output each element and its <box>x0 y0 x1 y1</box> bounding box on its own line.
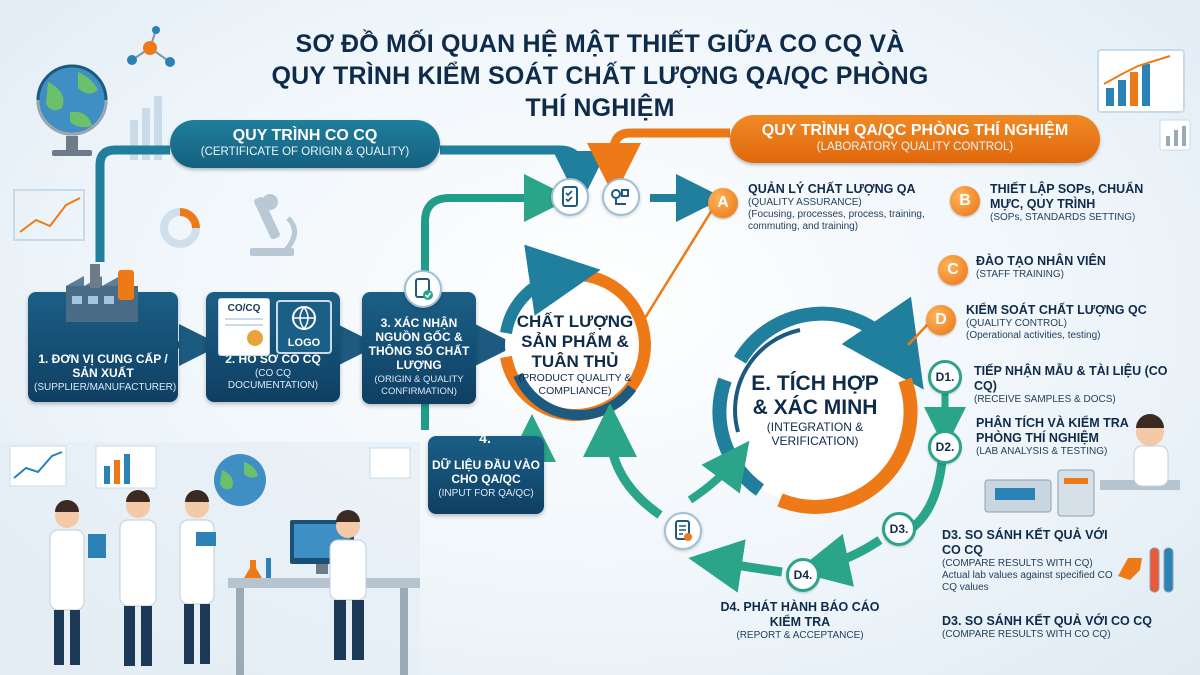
item-quality-assurance: QUẢN LÝ CHẤT LƯỢNG QA (QUALITY ASSURANCE… <box>748 182 933 233</box>
step-input-box: DỮ LIỆU ĐẦU VÀO CHO QA/QC (INPUT FOR QA/… <box>428 436 544 514</box>
checklist-icon <box>551 178 589 216</box>
document-check-icon <box>404 270 442 308</box>
training-sub: (STAFF TRAINING) <box>976 269 1064 280</box>
badge-d1: D1. <box>928 360 962 394</box>
qa-desc: (Focusing, processes, process, training,… <box>748 209 925 232</box>
compare2-title: D3. SO SÁNH KẾT QUẢ VỚI CO CQ <box>942 614 1152 628</box>
donut-chart-icon <box>160 208 200 248</box>
product-quality-sub: (PRODUCT QUALITY & COMPLIANCE) <box>518 372 632 397</box>
step-confirmation-sub: (ORIGIN & QUALITY CONFIRMATION) <box>374 374 464 397</box>
lab-scene-illustration <box>0 442 420 675</box>
item-compare-results-2: D3. SO SÁNH KẾT QUẢ VỚI CO CQ (COMPARE R… <box>942 614 1182 641</box>
document-label: CO/CQ <box>227 303 261 314</box>
qa-qc-process-banner: QUY TRÌNH QA/QC PHÒNG THÍ NGHIỆM (LABORA… <box>730 115 1100 163</box>
item-sops: THIẾT LẬP SOPs, CHUẨN MỰC, QUY TRÌNH (SO… <box>990 182 1150 224</box>
integration-ring <box>712 296 924 514</box>
logo-text: LOGO <box>287 337 321 349</box>
qc-title: KIỂM SOÁT CHẤT LƯỢNG QC <box>966 303 1147 317</box>
lab-equipment-illustration <box>984 414 1180 593</box>
step-input-label: DỮ LIỆU ĐẦU VÀO CHO QA/QC <box>432 458 540 486</box>
product-quality-text: CHẤT LƯỢNG SẢN PHẨM & TUÂN THỦ (PRODUCT … <box>515 312 635 398</box>
qa-qc-process-subtitle: (LABORATORY QUALITY CONTROL) <box>816 141 1014 153</box>
integration-title: E. TÍCH HỢP & XÁC MINH <box>751 372 879 419</box>
globe-logo-icon <box>292 306 316 331</box>
badge-d3: D3. <box>882 512 916 546</box>
compare-title: D3. SO SÁNH KẾT QUẢ VỚI CO CQ <box>942 528 1108 557</box>
title-line-2: QUY TRÌNH KIỂM SOÁT CHẤT LƯỢNG QA/QC PHÒ… <box>271 62 929 122</box>
step-confirmation-box: 3. XÁC NHẬN NGUỒN GỐC & THÔNG SỐ CHẤT LƯ… <box>362 292 476 404</box>
product-quality-title: CHẤT LƯỢNG SẢN PHẨM & TUÂN THỦ <box>516 312 634 371</box>
title-line-1: SƠ ĐỒ MỐI QUAN HỆ MẬT THIẾT GIỮA CO CQ V… <box>295 30 905 58</box>
analysis-title: PHÂN TÍCH VÀ KIỂM TRA PHÒNG THÍ NGHIỆM <box>976 416 1129 445</box>
sops-sub: (SOPs, STANDARDS SETTING) <box>990 212 1136 223</box>
qa-qc-process-title: QUY TRÌNH QA/QC PHÒNG THÍ NGHIỆM <box>761 122 1069 139</box>
item-staff-training: ĐÀO TẠO NHÂN VIÊN (STAFF TRAINING) <box>976 254 1156 281</box>
item-compare-results: D3. SO SÁNH KẾT QUẢ VỚI CO CQ (COMPARE R… <box>942 528 1122 594</box>
microscope-icon <box>250 194 297 256</box>
molecule-icon <box>127 26 175 67</box>
badge-d2: D2. <box>928 430 962 464</box>
co-cq-process-subtitle: (CERTIFICATE OF ORIGIN & QUALITY) <box>200 146 410 158</box>
step-supplier-label: 1. ĐƠN VỊ CUNG CẤP / SẢN XUẤT <box>38 352 168 380</box>
badge-d4: D4. <box>786 558 820 592</box>
qc-desc: (Operational activities, testing) <box>966 330 1101 341</box>
qc-sub: (QUALITY CONTROL) <box>966 318 1067 329</box>
co-cq-process-banner: QUY TRÌNH CO CQ (CERTIFICATE OF ORIGIN &… <box>170 120 440 168</box>
step-co-cq-doc-sub: (CO CQ DOCUMENTATION) <box>227 368 319 391</box>
compare2-sub: (COMPARE RESULTS WITH CO CQ) <box>942 629 1111 640</box>
receive-title: TIẾP NHẬN MẪU & TÀI LIỆU (CO CQ) <box>974 364 1168 393</box>
lab-process-icon <box>602 178 640 216</box>
step-confirmation-label: 3. XÁC NHẬN NGUỒN GỐC & THÔNG SỐ CHẤT LƯ… <box>368 316 470 372</box>
badge-c: C <box>938 255 968 285</box>
badge-a: A <box>708 188 738 218</box>
logo-badge: LOGO <box>276 300 332 354</box>
report-sub: (REPORT & ACCEPTANCE) <box>736 630 864 641</box>
item-lab-analysis: PHÂN TÍCH VÀ KIỂM TRA PHÒNG THÍ NGHIỆM (… <box>976 416 1136 458</box>
item-report: D4. PHÁT HÀNH BÁO CÁO KIỂM TRA (REPORT &… <box>720 600 880 642</box>
sops-title: THIẾT LẬP SOPs, CHUẨN MỰC, QUY TRÌNH <box>990 182 1144 211</box>
step-input-sub: (INPUT FOR QA/QC) <box>438 488 534 499</box>
analysis-sub: (LAB ANALYSIS & TESTING) <box>976 446 1108 457</box>
integration-sub: (INTEGRATION & VERIFICATION) <box>766 420 864 448</box>
line-chart-icon <box>13 189 85 241</box>
receive-sub: (RECEIVE SAMPLES & DOCS) <box>974 394 1116 405</box>
item-receive-samples: TIẾP NHẬN MẪU & TÀI LIỆU (CO CQ) (RECEIV… <box>974 364 1184 406</box>
product-quality-ring <box>500 244 651 421</box>
report-document-icon <box>664 512 702 550</box>
certificate-document-icon: CO/CQ <box>218 298 270 356</box>
report-title: D4. PHÁT HÀNH BÁO CÁO KIỂM TRA <box>720 600 880 629</box>
factory-icon <box>66 264 138 322</box>
integration-text: E. TÍCH HỢP & XÁC MINH (INTEGRATION & VE… <box>745 372 885 448</box>
step-supplier-sub: (SUPPLIER/MANUFACTURER) <box>34 382 177 393</box>
co-cq-process-title: QUY TRÌNH CO CQ <box>232 127 378 144</box>
compare-sub: (COMPARE RESULTS WITH CQ) <box>942 558 1093 569</box>
page-title: SƠ ĐỒ MỐI QUAN HỆ MẬT THIẾT GIỮA CO CQ V… <box>250 28 950 124</box>
step-input-number: 4. <box>479 430 491 446</box>
compare-desc: Actual lab values against specified CO C… <box>942 570 1113 593</box>
bar-chart-icon <box>130 96 162 160</box>
item-quality-control: KIỂM SOÁT CHẤT LƯỢNG QC (QUALITY CONTROL… <box>966 303 1166 342</box>
badge-b: B <box>950 186 980 216</box>
badge-d: D <box>926 305 956 335</box>
qa-title: QUẢN LÝ CHẤT LƯỢNG QA <box>748 182 916 196</box>
qa-sub: (QUALITY ASSURANCE) <box>748 197 862 208</box>
analytics-chart-icon <box>1097 49 1191 151</box>
training-title: ĐÀO TẠO NHÂN VIÊN <box>976 254 1106 268</box>
globe-icon <box>36 64 108 156</box>
